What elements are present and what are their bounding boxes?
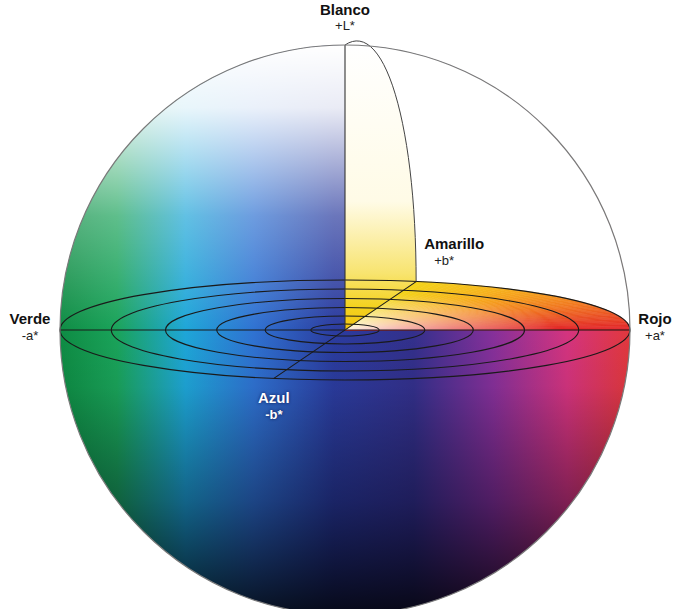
axis-sign-label: -b* — [265, 408, 282, 422]
darkness-shade — [60, 330, 630, 609]
axis-pole-label: Azul — [258, 390, 290, 407]
axis-pole-label: Blanco — [320, 2, 370, 19]
axis-lines — [60, 41, 630, 609]
face-edge — [345, 41, 416, 282]
axis-pole-label: Rojo — [638, 311, 671, 328]
hue-surface — [60, 45, 630, 609]
sphere-body — [60, 41, 630, 609]
axis-sign-label: -a* — [22, 329, 39, 343]
axis-pole-label: Amarillo — [424, 236, 484, 253]
sphere-outline — [60, 45, 630, 609]
axis-sign-label: +L* — [335, 19, 355, 33]
l-axis — [344, 45, 345, 330]
axis-pole-label: Verde — [10, 311, 51, 328]
axis-sign-label: +b* — [434, 254, 454, 268]
axis-sign-label: +a* — [645, 329, 665, 343]
b-face — [345, 41, 416, 330]
lightness-shade — [60, 45, 630, 330]
